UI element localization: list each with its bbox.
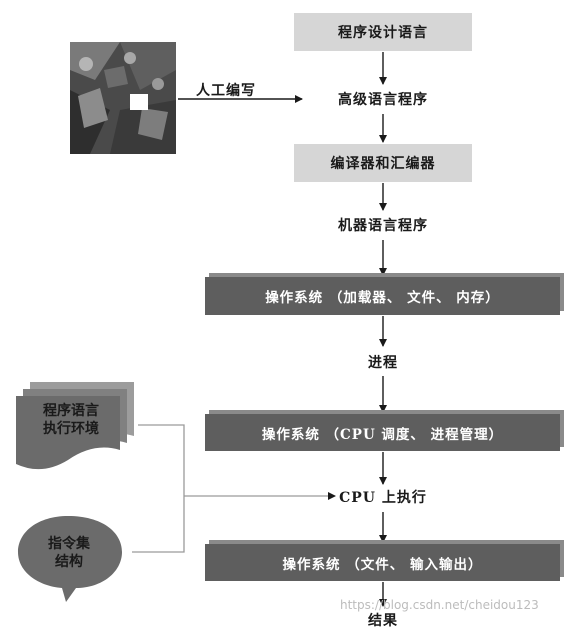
process-label: 进程 xyxy=(368,355,398,371)
instruction-set-label: 指令集 结构 xyxy=(24,535,114,571)
instruction-set-line2: 结构 xyxy=(55,554,83,570)
speech-bubble-icon xyxy=(18,516,122,602)
os-io-box: 操作系统 （文件、 输入输出） xyxy=(205,544,560,581)
programmer-illustration xyxy=(70,42,176,154)
compiler-assembler-label: 编译器和汇编器 xyxy=(330,156,436,172)
result-label: 结果 xyxy=(368,613,398,629)
execution-environment-line2: 执行环境 xyxy=(43,421,99,437)
cpu-execution-label: CPU 上执行 xyxy=(339,490,427,506)
instruction-set-line1: 指令集 xyxy=(48,536,90,552)
document-stack-icon xyxy=(16,382,134,470)
machine-language-program-label: 机器语言程序 xyxy=(338,218,428,234)
os-scheduler-label: 操作系统 （CPU 调度、 进程管理） xyxy=(261,426,504,443)
execution-environment-label: 程序语言 执行环境 xyxy=(26,402,116,438)
manual-writing-label: 人工编写 xyxy=(196,83,256,99)
execution-environment-line1: 程序语言 xyxy=(43,403,99,419)
os-loader-box: 操作系统 （加载器、 文件、 内存） xyxy=(205,277,560,315)
os-loader-label: 操作系统 （加载器、 文件、 内存） xyxy=(265,290,500,306)
watermark: https://blog.csdn.net/cheidou123 xyxy=(340,598,539,612)
compiler-assembler-box: 编译器和汇编器 xyxy=(294,144,472,182)
high-level-program-label: 高级语言程序 xyxy=(338,92,428,108)
programming-language-label: 程序设计语言 xyxy=(338,25,428,41)
os-scheduler-box: 操作系统 （CPU 调度、 进程管理） xyxy=(205,414,560,451)
connector-isa xyxy=(132,496,185,553)
os-io-label: 操作系统 （文件、 输入输出） xyxy=(282,556,483,573)
connector-env xyxy=(138,424,185,496)
programming-language-box: 程序设计语言 xyxy=(294,13,472,51)
